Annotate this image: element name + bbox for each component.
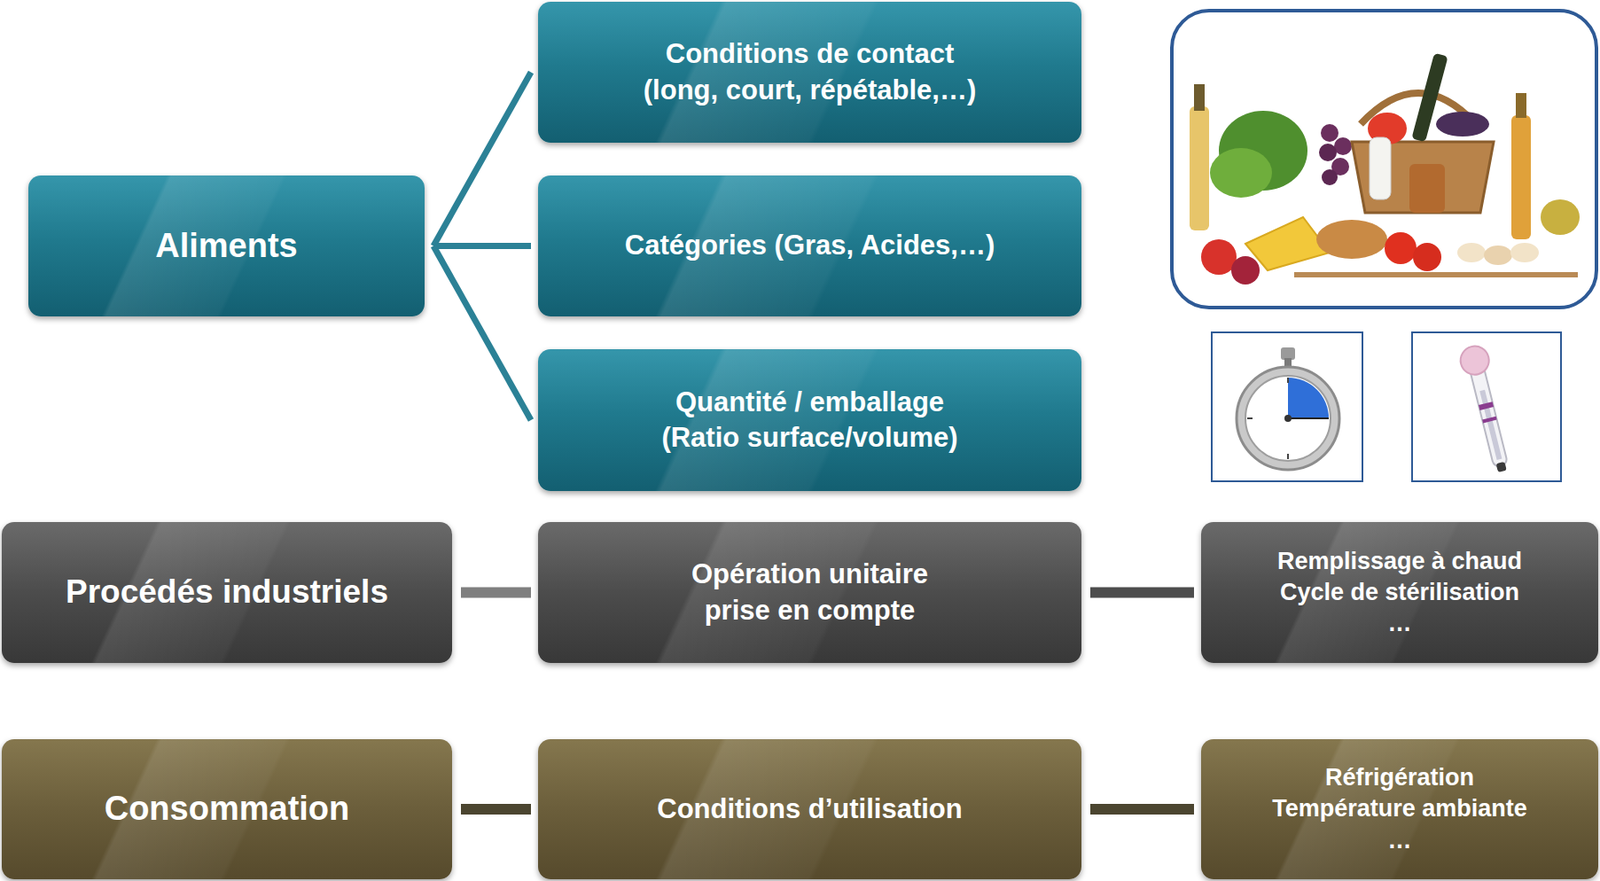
bottle-neck [1515, 93, 1527, 118]
connector-line [433, 72, 531, 247]
box-text: … [1388, 825, 1413, 857]
example-box: Remplissage à chaudCycle de stérilisatio… [1201, 522, 1599, 664]
stopwatch-pivot [1284, 414, 1292, 422]
tomato [1412, 242, 1442, 272]
onion [1231, 256, 1260, 285]
factor-box: Opération unitaire prise en compte [538, 522, 1082, 664]
juice-bottle [1511, 115, 1531, 240]
box-text: Cycle de stérilisation [1280, 577, 1520, 609]
tick [1287, 377, 1289, 383]
thermometer-bulb [1457, 343, 1492, 378]
thermometer-tube [1468, 363, 1508, 469]
connector-line [433, 246, 531, 422]
stopwatch-crown [1280, 347, 1296, 360]
egg [1483, 245, 1513, 266]
box-text: Quantité / emballage (Ratio surface/volu… [650, 384, 970, 457]
factor-box: Quantité / emballage (Ratio surface/volu… [538, 349, 1082, 492]
thermometer-picture [1412, 332, 1561, 482]
box-text: Conditions d’utilisation [656, 791, 962, 828]
melon [1540, 199, 1580, 235]
bread [1316, 219, 1388, 259]
connector-line [460, 803, 531, 815]
factor-box: Catégories (Gras, Acides,…) [538, 175, 1082, 317]
jar [1409, 163, 1445, 213]
box-text: Réfrigération [1325, 762, 1475, 794]
box-text: Remplissage à chaud [1277, 546, 1522, 578]
bottle-neck [1194, 84, 1205, 111]
category-box: Procédés industriels [1, 522, 453, 664]
box-text: Consommation [104, 787, 351, 831]
box-text: Aliments [155, 224, 297, 268]
connector-line [1090, 803, 1195, 815]
category-box: Aliments [28, 175, 425, 317]
connector-line [1090, 587, 1195, 599]
milk-bottle [1369, 137, 1391, 200]
thermometer-column [1479, 390, 1502, 461]
stopwatch-face [1245, 375, 1331, 461]
apple [1201, 239, 1237, 275]
egg [1457, 242, 1486, 263]
eggplant [1436, 111, 1490, 137]
thermometer-mark [1482, 416, 1497, 424]
picture-frame [1211, 332, 1363, 482]
tomato [1384, 232, 1417, 265]
picture-frame [1171, 10, 1597, 308]
oil-bottle [1189, 106, 1210, 231]
tick [1287, 453, 1289, 460]
cabbage [1209, 148, 1273, 198]
thermometer-tip [1496, 461, 1507, 473]
box-text: Opération unitaire prise en compte [677, 556, 944, 629]
stopwatch-picture [1211, 332, 1363, 482]
grape [1319, 143, 1337, 162]
box-text: Conditions de contact (long, court, répé… [632, 36, 988, 109]
cheese [1245, 217, 1330, 271]
grape [1320, 124, 1339, 142]
stopwatch-sector [1287, 377, 1329, 419]
stopwatch-case [1236, 366, 1340, 470]
grape [1321, 169, 1338, 186]
box-text: Catégories (Gras, Acides,…) [624, 227, 996, 264]
box-text: Procédés industriels [65, 570, 389, 614]
picture-frame [1412, 332, 1561, 482]
board [1294, 272, 1578, 278]
egg [1510, 242, 1539, 263]
food-basket-picture [1171, 10, 1597, 308]
example-box: RéfrigérationTempérature ambiante… [1201, 739, 1599, 880]
stopwatch-hand [1287, 417, 1329, 420]
factor-box: Conditions de contact (long, court, répé… [538, 1, 1082, 143]
factor-box: Conditions d’utilisation [538, 739, 1082, 880]
thermometer-mark [1478, 401, 1494, 411]
category-box: Consommation [1, 739, 453, 880]
connector-line [460, 587, 531, 599]
tick [1247, 417, 1253, 420]
box-text: … [1388, 608, 1413, 640]
connector-line [433, 242, 531, 250]
box-text: Température ambiante [1272, 793, 1528, 825]
